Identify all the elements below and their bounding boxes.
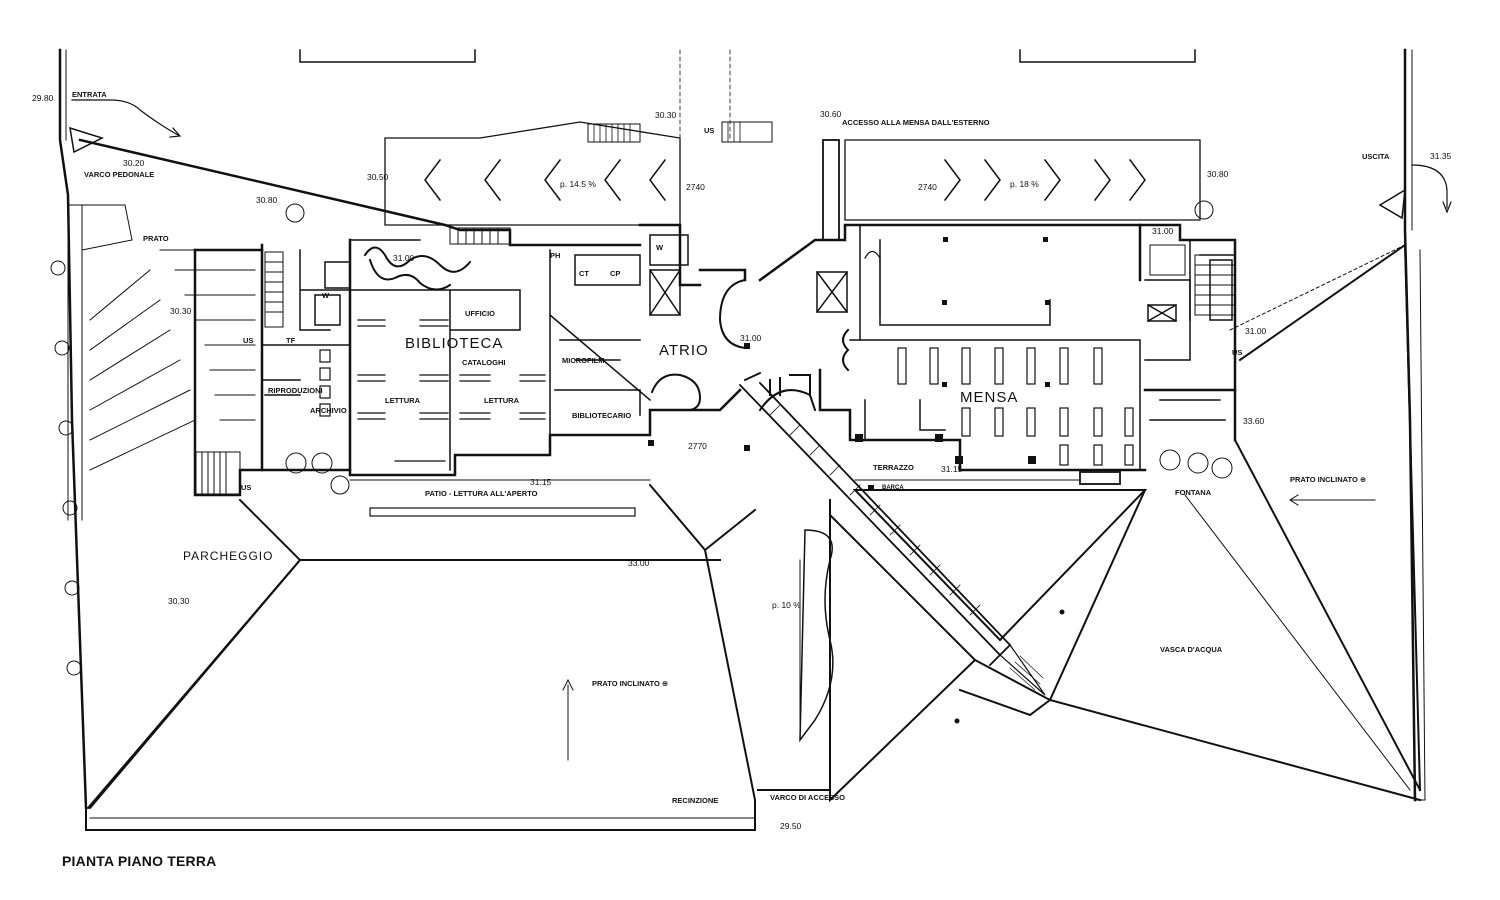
- label-tf: TF: [286, 336, 296, 345]
- label-prato-inclinato-2: PRATO INCLINATO ⊕: [1290, 475, 1366, 484]
- entrance-arrows: [69, 99, 1452, 220]
- label-ramp-2: p. 18 %: [1010, 179, 1039, 189]
- stairs: [195, 227, 1236, 495]
- label-uscita: USCITA: [1362, 152, 1390, 161]
- label-archivio: ARCHIVIO: [310, 406, 347, 415]
- elev-3100d: 31.00: [1245, 326, 1267, 336]
- label-cp: CP: [610, 269, 620, 278]
- building-walls: [78, 138, 1237, 497]
- label-parcheggio: PARCHEGGIO: [183, 549, 273, 563]
- elev-2740b: 2740: [918, 182, 937, 192]
- elev-3300: 33.00: [628, 558, 650, 568]
- label-fontana: FONTANA: [1175, 488, 1212, 497]
- label-riproduzioni: RIPRODUZIONI: [268, 386, 323, 395]
- label-accesso-mensa: ACCESSO ALLA MENSA DALL'ESTERNO: [842, 118, 990, 127]
- label-patio: PATIO - LETTURA ALL'APERTO: [425, 489, 538, 498]
- elev-3115b: 31.15: [941, 464, 963, 474]
- elev-3080b: 30.80: [1207, 169, 1229, 179]
- label-microfilm: MICROFILM: [562, 356, 605, 365]
- label-wc-1: W: [322, 291, 330, 300]
- label-prato-inclinato-1: PRATO INCLINATO ⊕: [592, 679, 668, 688]
- label-ufficio: UFFICIO: [465, 309, 495, 318]
- label-varco-accesso: VARCO DI ACCESSO: [770, 793, 845, 802]
- annotation-labels: ENTRATA VARCO PEDONALE ACCESSO ALLA MENS…: [72, 90, 1390, 805]
- label-entrata: ENTRATA: [72, 90, 107, 99]
- elev-3360: 33.60: [1243, 416, 1265, 426]
- site-boundary: [58, 48, 1426, 831]
- label-recinzione: RECINZIONE: [672, 796, 718, 805]
- elev-3030c: 30.30: [168, 596, 190, 606]
- elev-3030b: 30.30: [170, 306, 192, 316]
- elev-3020: 30.20: [123, 158, 145, 168]
- label-us-1: US: [243, 336, 253, 345]
- elev-2950: 29.50: [780, 821, 802, 831]
- label-us-2: US: [241, 483, 251, 492]
- diagonal-walkway: [738, 371, 1046, 696]
- label-bibliotecario: BIBLIOTECARIO: [572, 411, 631, 420]
- elev-3115a: 31.15: [530, 477, 552, 487]
- elev-3100a: 31.00: [393, 253, 415, 263]
- canteen-tables: [864, 250, 1134, 485]
- label-lettura-1: LETTURA: [385, 396, 421, 405]
- elev-2740a: 2740: [686, 182, 705, 192]
- label-mensa: MENSA: [960, 389, 1018, 406]
- label-ramp-3: p. 10 %: [772, 600, 801, 610]
- label-varco-pedonale: VARCO PEDONALE: [84, 170, 154, 179]
- elev-3135: 31.35: [1430, 151, 1452, 161]
- parking-stalls: [67, 204, 256, 521]
- elev-3100c: 31.00: [1152, 226, 1174, 236]
- elev-3100b: 31.00: [740, 333, 762, 343]
- label-biblioteca: BIBLIOTECA: [405, 335, 503, 352]
- elev-2980: 29.80: [32, 93, 54, 103]
- elev-3050: 30.50: [367, 172, 389, 182]
- elev-2770: 2770: [688, 441, 707, 451]
- label-us-4: US: [1232, 348, 1242, 357]
- label-vasca: VASCA D'ACQUA: [1160, 645, 1223, 654]
- label-wc-2: W: [656, 243, 664, 252]
- label-us-3: US: [704, 126, 714, 135]
- column-marks: [648, 237, 1065, 724]
- library-shelves: [319, 319, 546, 462]
- label-lettura-2: LETTURA: [484, 396, 520, 405]
- label-terrazzo: TERRAZZO: [873, 463, 914, 472]
- upper-ramps: [384, 121, 1201, 241]
- label-ct: CT: [579, 269, 589, 278]
- trees-west: [50, 200, 1233, 676]
- interior-partitions: [261, 224, 1236, 471]
- elev-3030a: 30.30: [655, 110, 677, 120]
- elevation-labels: 29.80 30.20 30.30 30.60 30.50 2740 2740 …: [32, 93, 1452, 831]
- label-atrio: ATRIO: [659, 342, 709, 359]
- lower-landscape: [86, 243, 1422, 831]
- elev-3060: 30.60: [820, 109, 842, 119]
- drawing-title: PIANTA PIANO TERRA: [62, 853, 217, 869]
- label-barca: BARCA: [882, 485, 904, 491]
- label-prato: PRATO: [143, 234, 169, 243]
- room-labels: BIBLIOTECA ATRIO MENSA PARCHEGGIO UFFICI…: [143, 234, 1223, 654]
- atrium-curves: [363, 246, 850, 412]
- label-ramp-1: p. 14.5 %: [560, 179, 596, 189]
- label-cataloghi: CATALOGHI: [462, 358, 505, 367]
- label-ph: PH: [550, 251, 560, 260]
- elev-3080a: 30.80: [256, 195, 278, 205]
- lifts: [314, 234, 1233, 326]
